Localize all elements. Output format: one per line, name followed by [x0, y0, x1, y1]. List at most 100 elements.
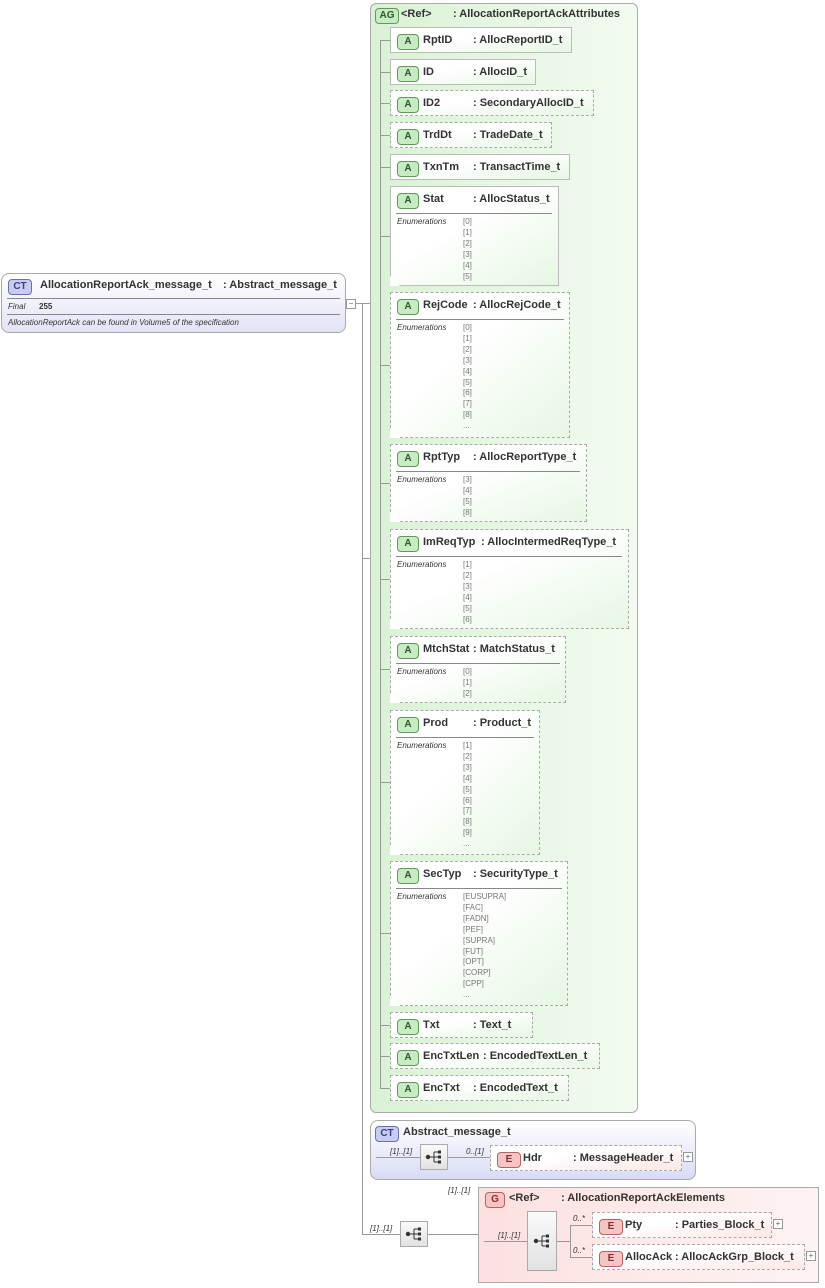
attribute-name: ImReqTyp: [423, 536, 476, 548]
attribute-icon: A: [397, 1050, 419, 1066]
attribute-type: : AllocID_t: [473, 66, 527, 78]
expand-allocack-icon[interactable]: +: [806, 1251, 816, 1261]
attribute-type: : AllocRejCode_t: [473, 299, 561, 311]
connector: [380, 483, 390, 484]
connector: [380, 782, 390, 783]
sequence-icon: [533, 1234, 549, 1248]
attribute-sectyp[interactable]: A SecTyp : SecurityType_t Enumerations […: [390, 861, 568, 1006]
attribute-mtchstat[interactable]: A MtchStat : MatchStatus_t Enumerations …: [390, 636, 566, 703]
attribute-name: Prod: [423, 717, 449, 729]
attribute-icon: A: [397, 97, 419, 113]
attribute-enctxt[interactable]: A EncTxt : EncodedText_t: [390, 1075, 569, 1101]
root-divider-2: [7, 314, 340, 315]
element-allocack[interactable]: E AllocAck : AllocAckGrp_Block_t: [592, 1244, 805, 1270]
attribute-type: : AllocStatus_t: [473, 193, 550, 205]
connector: [380, 1025, 390, 1026]
attribute-type: : AllocReportType_t: [473, 451, 577, 463]
attribute-id[interactable]: A ID : AllocID_t: [390, 59, 536, 85]
connector: [380, 72, 390, 73]
root-divider: [7, 298, 340, 299]
collapse-root-icon[interactable]: −: [346, 299, 356, 309]
inner-sequence-compositor[interactable]: [527, 1211, 557, 1271]
connector: [362, 303, 370, 304]
corner-notch: [390, 619, 400, 629]
attribute-rejcode[interactable]: A RejCode : AllocRejCode_t Enumerations …: [390, 292, 570, 438]
element-type: : MessageHeader_t: [573, 1152, 674, 1164]
attribute-icon: A: [397, 161, 419, 177]
outer-sequence-compositor[interactable]: [400, 1221, 428, 1247]
attribute-name: RejCode: [423, 299, 468, 311]
connector: [570, 1225, 592, 1226]
attribute-imreqtyp[interactable]: A ImReqTyp : AllocIntermedReqType_t Enum…: [390, 529, 629, 629]
connector: [380, 135, 390, 136]
connector: [428, 1234, 478, 1235]
hdr-cardinality: 0..[1]: [466, 1147, 484, 1156]
enumerations-label: Enumerations: [397, 741, 447, 750]
inner-sequence-cardinality: [1]..[1]: [498, 1231, 521, 1240]
attribute-icon: A: [397, 129, 419, 145]
expand-hdr-icon[interactable]: +: [683, 1152, 693, 1162]
attribute-icon: A: [397, 299, 419, 315]
attribute-icon: A: [397, 66, 419, 82]
attribute-rpttyp[interactable]: A RptTyp : AllocReportType_t Enumeration…: [390, 444, 587, 522]
element-pty[interactable]: E Pty : Parties_Block_t: [592, 1212, 772, 1238]
attribute-divider: [396, 319, 564, 320]
attribute-icon: A: [397, 34, 419, 50]
attribute-name: EncTxtLen: [423, 1050, 480, 1062]
attribute-type: : SecurityType_t: [473, 868, 558, 880]
corner-notch: [390, 845, 400, 855]
abstract-type-name: Abstract_message_t: [403, 1126, 511, 1138]
sequence-icon: [425, 1150, 441, 1164]
connector: [380, 579, 390, 580]
connector: [380, 669, 390, 670]
connector: [356, 303, 362, 304]
corner-notch: [390, 512, 400, 522]
attribute-type: : Text_t: [473, 1019, 512, 1031]
element-type: : Parties_Block_t: [675, 1219, 765, 1231]
attribute-type: : MatchStatus_t: [473, 643, 555, 655]
connector: [448, 1157, 490, 1158]
attribute-name: Stat: [423, 193, 444, 205]
corner-notch: [390, 693, 400, 703]
complex-type-icon: CT: [375, 1126, 399, 1142]
sequence-compositor[interactable]: [420, 1144, 448, 1170]
attribute-divider: [396, 737, 534, 738]
sequence-icon: [405, 1227, 421, 1241]
attribute-enctxtlen[interactable]: A EncTxtLen : EncodedTextLen_t: [390, 1043, 600, 1069]
attribute-name: ID: [423, 66, 434, 78]
element-name: AllocAck: [625, 1251, 673, 1263]
attribute-name: TrdDt: [423, 129, 452, 141]
attribute-trddt[interactable]: A TrdDt : TradeDate_t: [390, 122, 552, 148]
attribute-name: SecTyp: [423, 868, 462, 880]
attribute-prod[interactable]: A Prod : Product_t Enumerations [1] [2] …: [390, 710, 540, 855]
enumeration-values: [3] [4] [5] [8]: [463, 475, 472, 517]
group-cardinality: [1]..[1]: [448, 1186, 471, 1195]
attribute-icon: A: [397, 868, 419, 884]
root-documentation: AllocationReportAck can be found in Volu…: [8, 318, 239, 327]
element-hdr[interactable]: E Hdr : MessageHeader_t: [490, 1145, 682, 1171]
attribute-type: : AllocReportID_t: [473, 34, 563, 46]
enumerations-label: Enumerations: [397, 217, 447, 226]
expand-pty-icon[interactable]: +: [773, 1219, 783, 1229]
enumerations-label: Enumerations: [397, 892, 447, 901]
attribute-divider: [396, 556, 622, 557]
attribute-txntm[interactable]: A TxnTm : TransactTime_t: [390, 154, 570, 180]
attribute-rptid[interactable]: A RptID : AllocReportID_t: [390, 27, 572, 53]
attribute-txt[interactable]: A Txt : Text_t: [390, 1012, 533, 1038]
enumeration-values: [EUSUPRA] [FAC] [FADN] [PEF] [SUPRA] [FU…: [463, 892, 507, 1000]
attribute-id2[interactable]: A ID2 : SecondaryAllocID_t: [390, 90, 594, 116]
root-complex-type[interactable]: CT AllocationReportAck_message_t : Abstr…: [1, 273, 346, 333]
attribute-stat[interactable]: A Stat : AllocStatus_t Enumerations [0] …: [390, 186, 559, 286]
final-value: 255: [39, 302, 53, 311]
attribute-type: : TradeDate_t: [473, 129, 543, 141]
enumerations-label: Enumerations: [397, 475, 447, 484]
attribute-group-icon: AG: [375, 8, 399, 24]
element-type: : AllocAckGrp_Block_t: [675, 1251, 794, 1263]
enumeration-values: [0] [1] [2]: [463, 667, 472, 698]
connector: [376, 1157, 420, 1158]
attribute-icon: A: [397, 451, 419, 467]
enumeration-values: [1] [2] [3] [4] [5] [6] [7] [8] [9] ...: [463, 741, 472, 849]
attribute-divider: [396, 471, 580, 472]
attribute-icon: A: [397, 536, 419, 552]
element-icon: E: [599, 1251, 623, 1267]
